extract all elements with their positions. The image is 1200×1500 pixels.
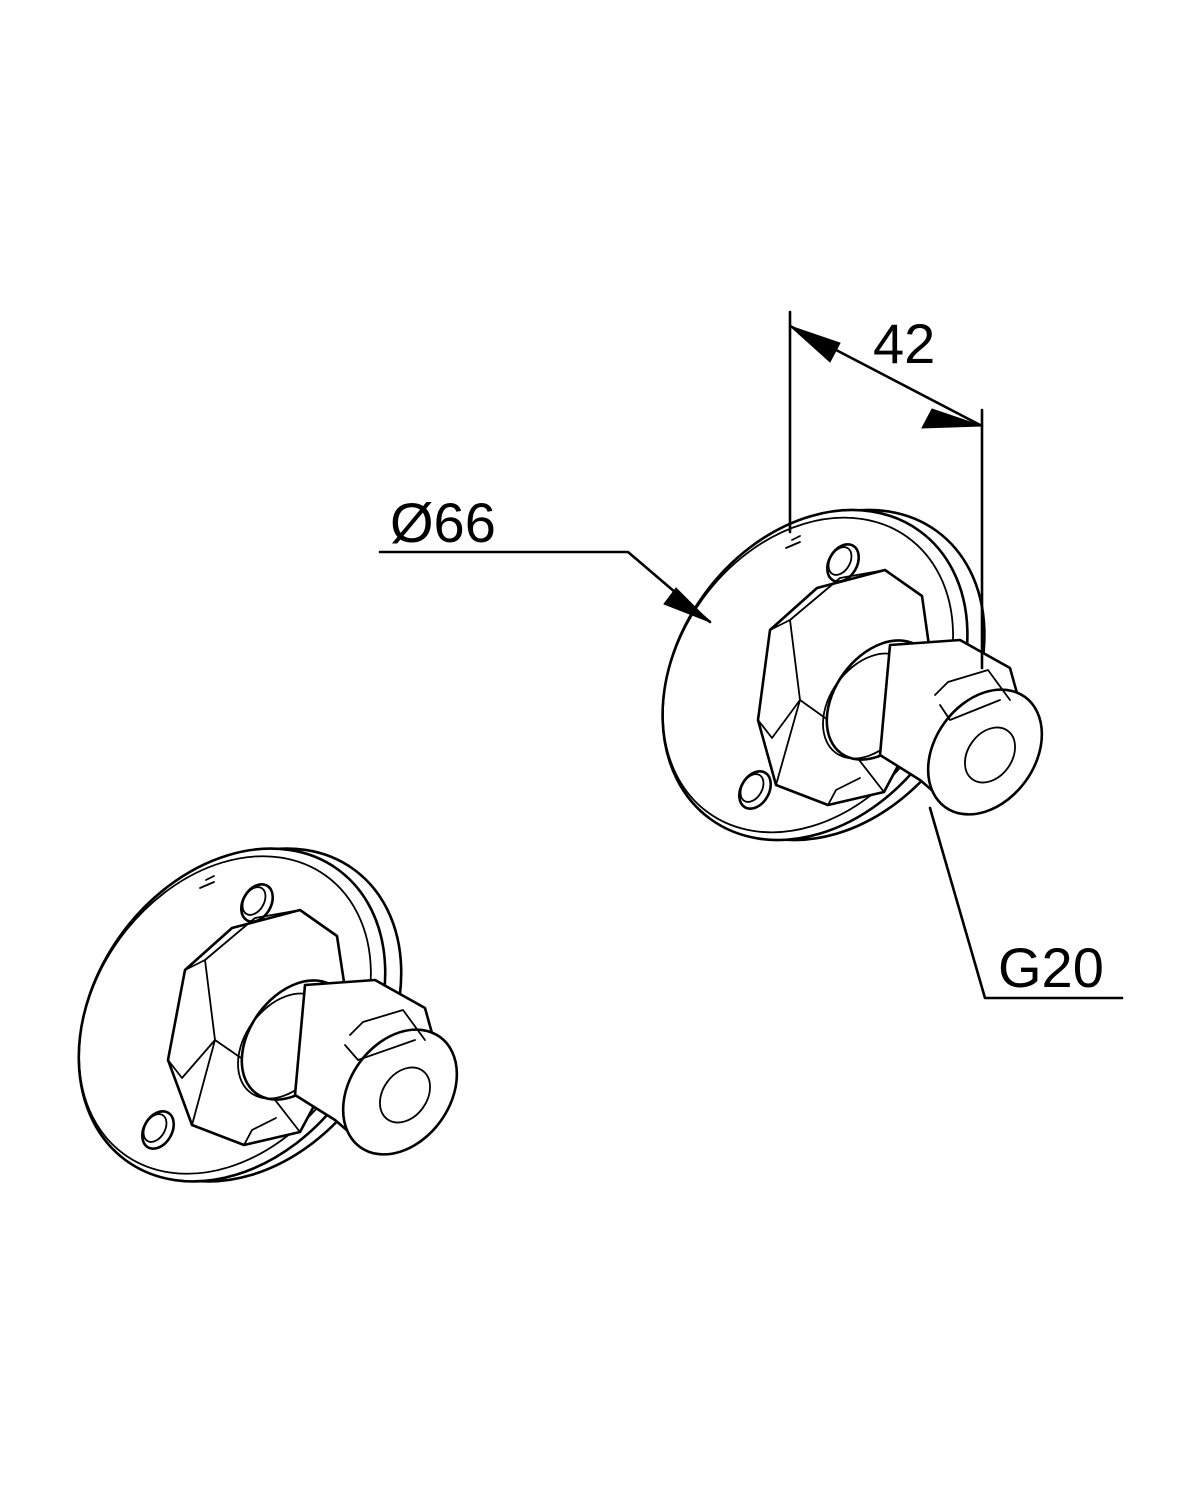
- mounting-hole-bottom: [140, 1110, 176, 1150]
- threaded-end: [341, 1009, 459, 1156]
- leader-arrowhead: [663, 587, 711, 623]
- projection-depth-label: 42: [873, 312, 935, 375]
- thread-size-label: G20: [998, 936, 1104, 999]
- arrowhead-left: [789, 325, 841, 363]
- fitting-plain: [77, 847, 459, 1183]
- fitting-dimensioned: [661, 508, 1044, 842]
- dimension-flange-diameter: Ø66: [378, 491, 712, 624]
- flange-diameter-label: Ø66: [390, 491, 496, 554]
- mounting-hole-top: [825, 543, 861, 583]
- leader-line: [378, 550, 712, 624]
- mounting-hole-top: [239, 883, 275, 923]
- dimension-thread-size: G20: [928, 806, 1124, 1000]
- arrowhead-right: [921, 408, 983, 429]
- mounting-hole-bottom: [737, 770, 773, 810]
- dimension-projection-depth: 42: [788, 310, 984, 670]
- leader-line: [928, 806, 1124, 1000]
- threaded-end: [926, 669, 1044, 816]
